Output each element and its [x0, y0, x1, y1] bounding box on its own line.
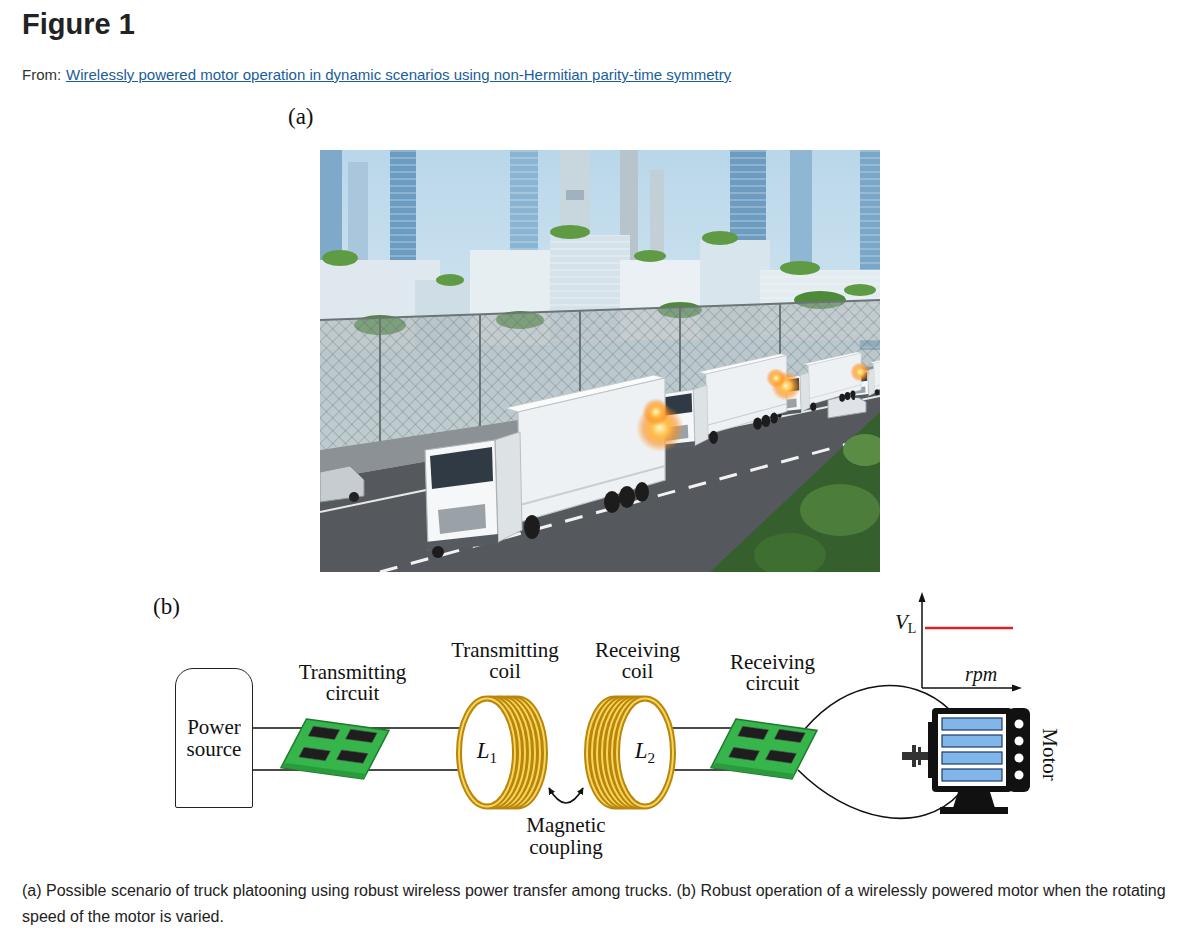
- inductance-symbol: L2: [635, 738, 655, 767]
- connector-wire: [549, 788, 583, 803]
- wireless-power-glow: [636, 362, 870, 452]
- receiving-circuit-board: Receiving circuit: [705, 652, 840, 787]
- node-heading: Transmitting circuit: [278, 662, 428, 705]
- source-prefix: From:: [22, 66, 61, 83]
- circuit-board-symbol: [710, 718, 818, 780]
- panel-letter: (a): [288, 104, 314, 130]
- coil-symbol: [455, 695, 547, 810]
- transmitting-circuit-board: Transmitting circuit: [275, 662, 430, 787]
- source-link: Wirelessly powered motor operation in dy…: [66, 66, 731, 83]
- circuit-board-symbol: [280, 718, 390, 780]
- axis-label: rpm: [965, 663, 997, 686]
- axis-label: VL: [895, 610, 916, 637]
- trucks: [425, 352, 880, 558]
- truck-platooning-illustration: [320, 150, 880, 572]
- node-heading: Receiving circuit: [715, 652, 830, 695]
- edge-label: Magnetic coupling: [506, 814, 626, 858]
- panel-letter: (b): [153, 594, 180, 620]
- figure-title: Figure 1: [22, 8, 135, 41]
- node-heading: Receiving coil: [585, 640, 690, 683]
- motor-symbol: [900, 702, 1035, 817]
- voltage-speed-graph: [919, 592, 1023, 692]
- power-source-box: Power source: [175, 668, 253, 808]
- node-heading: Transmitting coil: [443, 640, 568, 683]
- figure-caption: (a) Possible scenario of truck platoonin…: [22, 878, 1182, 929]
- motor-label: Motor: [1037, 728, 1062, 781]
- inductance-symbol: L1: [477, 738, 497, 767]
- node-label: Power source: [180, 716, 248, 760]
- motor: Motor: [900, 702, 1065, 820]
- receiving-coil: Receiving coilL2: [575, 640, 700, 815]
- coil-symbol: [585, 695, 677, 810]
- transmitting-coil: Transmitting coilL1: [435, 640, 575, 815]
